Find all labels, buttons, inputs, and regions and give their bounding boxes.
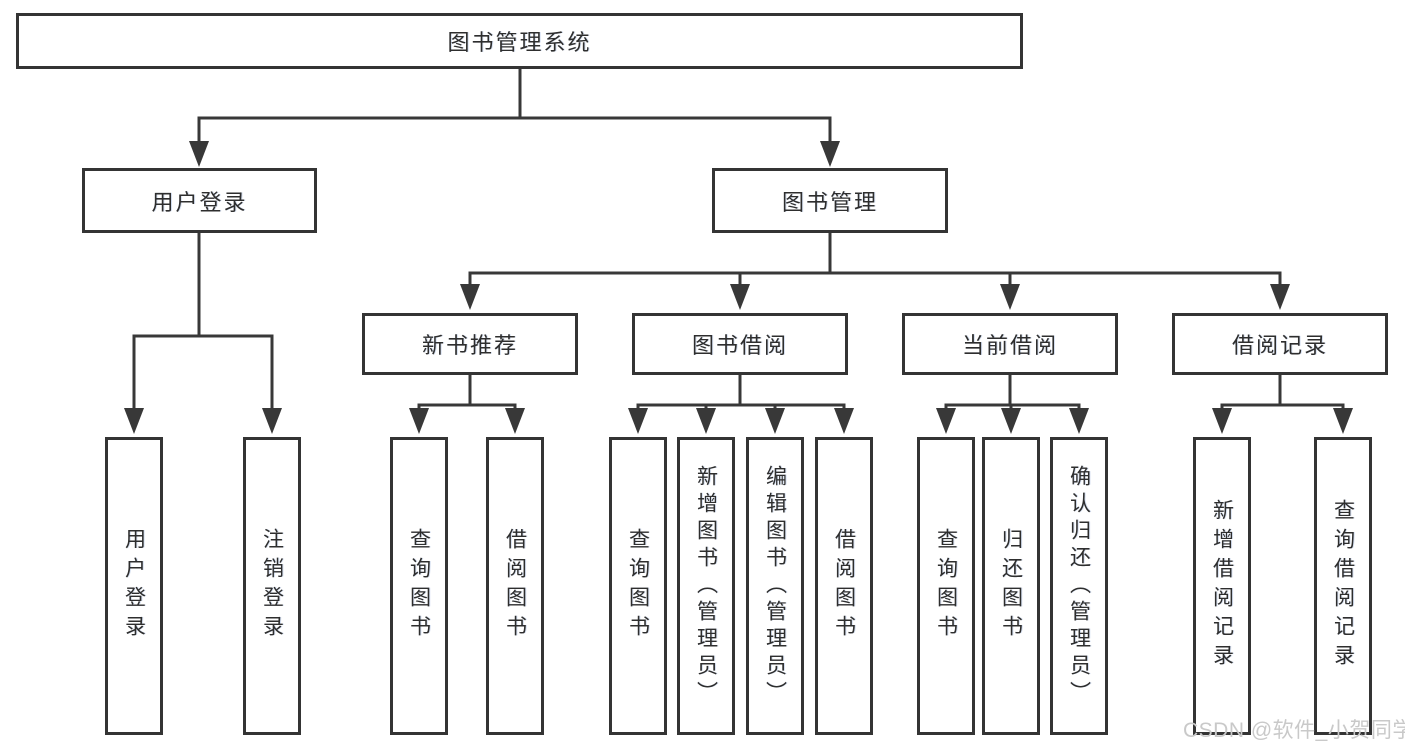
leaf-borrow-books: 借阅图书 xyxy=(815,437,873,735)
connector-borrow-records-to-leaves xyxy=(1212,375,1353,434)
connector-book-borrow-to-leaves xyxy=(628,375,854,434)
leaf-logout: 注销登录 xyxy=(243,437,301,735)
leaf-query-books-borrow: 查询图书 xyxy=(609,437,667,735)
arrowhead xyxy=(628,408,648,434)
arrowhead xyxy=(1270,284,1290,310)
leaf-query-books-current: 查询图书 xyxy=(917,437,975,735)
arrowhead xyxy=(262,408,282,434)
connector-root-to-level2 xyxy=(189,69,840,167)
leaf-borrow-books-recommend: 借阅图书 xyxy=(486,437,544,735)
arrowhead xyxy=(820,141,840,167)
node-current-borrow: 当前借阅 xyxy=(902,313,1118,375)
node-book-borrow: 图书借阅 xyxy=(632,313,848,375)
arrowhead xyxy=(1001,408,1021,434)
leaf-confirm-return-admin: 确认归还（管理员） xyxy=(1050,437,1108,735)
leaf-query-borrow-record: 查询借阅记录 xyxy=(1314,437,1372,735)
arrowhead xyxy=(936,408,956,434)
leaf-return-book: 归还图书 xyxy=(982,437,1040,735)
node-new-book-recommend: 新书推荐 xyxy=(362,313,578,375)
arrowhead xyxy=(1212,408,1232,434)
leaf-query-books-recommend: 查询图书 xyxy=(390,437,448,735)
arrowhead xyxy=(765,408,785,434)
csdn-watermark: CSDN @软件_小贺同学 xyxy=(1183,719,1405,742)
arrowhead xyxy=(834,408,854,434)
arrowhead xyxy=(189,141,209,167)
arrowhead xyxy=(505,408,525,434)
arrowhead xyxy=(124,408,144,434)
node-user-login: 用户登录 xyxy=(82,168,317,233)
connector-current-borrow-to-leaves xyxy=(936,375,1089,434)
node-book-management: 图书管理 xyxy=(712,168,948,233)
arrowhead xyxy=(696,408,716,434)
arrowhead xyxy=(460,284,480,310)
leaf-add-book-admin: 新增图书（管理员） xyxy=(677,437,735,735)
connector-user-login-to-leaves xyxy=(124,233,282,434)
connector-book-mgmt-to-level3 xyxy=(460,233,1290,310)
leaf-user-login: 用户登录 xyxy=(105,437,163,735)
node-borrow-records: 借阅记录 xyxy=(1172,313,1388,375)
arrowhead xyxy=(1069,408,1089,434)
node-root-library-system: 图书管理系统 xyxy=(16,13,1023,69)
arrowhead xyxy=(409,408,429,434)
arrowhead xyxy=(730,284,750,310)
leaf-edit-book-admin: 编辑图书（管理员） xyxy=(746,437,804,735)
connector-new-books-to-leaves xyxy=(409,375,525,434)
arrowhead xyxy=(1333,408,1353,434)
arrowhead xyxy=(1000,284,1020,310)
leaf-add-borrow-record: 新增借阅记录 xyxy=(1193,437,1251,735)
